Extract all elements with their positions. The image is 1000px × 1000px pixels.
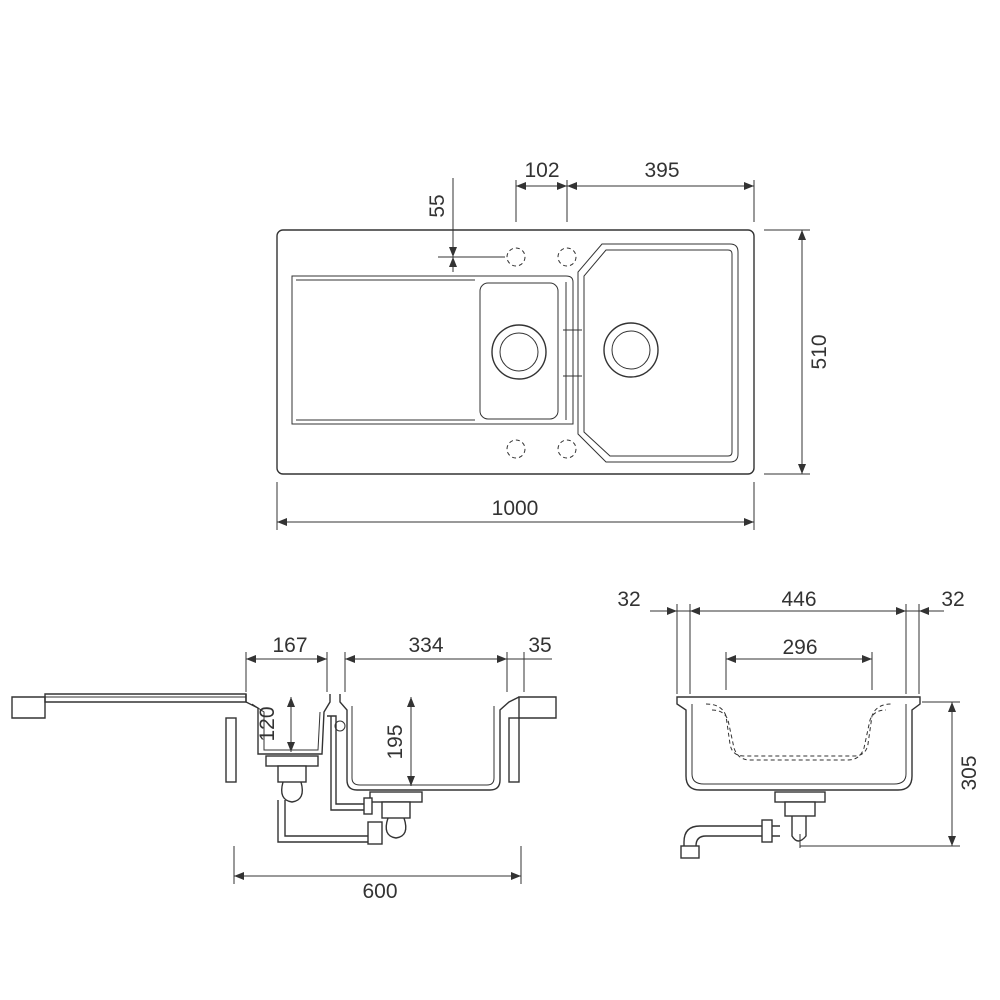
dim-395: 395 <box>644 159 679 182</box>
dim-1000: 1000 <box>492 497 539 520</box>
tap-hole <box>506 439 526 459</box>
dim-296: 296 <box>782 636 817 659</box>
dim-35: 35 <box>528 634 551 657</box>
dim-195: 195 <box>384 724 407 759</box>
tap-hole <box>506 247 526 267</box>
main-bowl-drain <box>603 322 659 378</box>
tap-hole <box>557 439 577 459</box>
main-bowl <box>577 243 739 463</box>
half-bowl <box>479 282 559 420</box>
dim-334: 334 <box>408 634 443 657</box>
dim-55: 55 <box>426 194 449 217</box>
dim-600: 600 <box>362 880 397 903</box>
front-section-view: 32 446 32 296 305 <box>617 588 981 859</box>
dim-305: 305 <box>958 755 981 790</box>
dim-167: 167 <box>272 634 307 657</box>
dim-510: 510 <box>808 334 831 369</box>
dim-446: 446 <box>781 588 816 611</box>
side-section-view: 167 334 35 120 195 600 <box>11 634 557 903</box>
dim-32-left: 32 <box>617 588 640 611</box>
top-view: 55 102 395 510 1000 <box>276 159 831 530</box>
dim-32-right: 32 <box>941 588 964 611</box>
drainer-area <box>291 275 574 425</box>
dim-120: 120 <box>256 706 279 741</box>
dim-102: 102 <box>524 159 559 182</box>
sink-outline <box>276 229 755 475</box>
tap-hole <box>557 247 577 267</box>
half-bowl-drain <box>491 324 547 380</box>
